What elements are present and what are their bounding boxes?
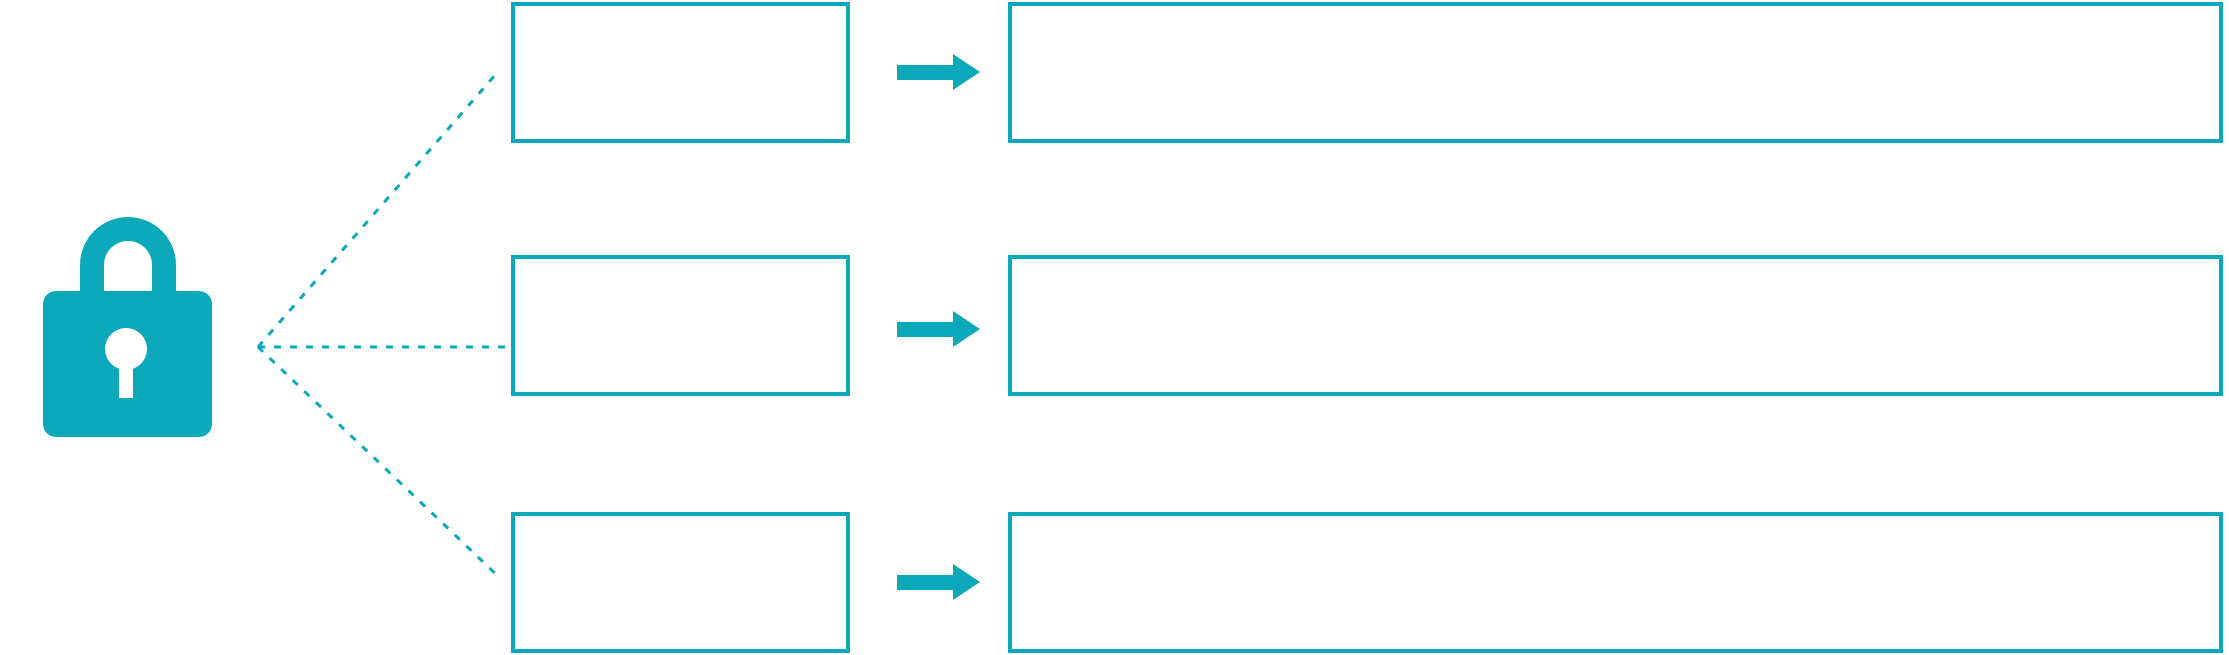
right-block-arrow-icon (897, 564, 980, 600)
source-box (511, 2, 850, 143)
connector-group (256, 73, 506, 580)
lock-icon (43, 217, 212, 437)
flow-row (511, 2, 2223, 143)
right-block-arrow-icon (897, 311, 980, 347)
target-box (1008, 512, 2223, 653)
lock-shackle (80, 217, 176, 300)
target-box (1008, 2, 2223, 143)
flow-row (511, 255, 2223, 396)
connector-line-bottom (256, 345, 502, 580)
source-box (511, 512, 850, 653)
connector-line-top (256, 73, 498, 348)
lock-keyhole-stem (119, 349, 133, 398)
source-box (511, 255, 850, 396)
right-block-arrow-icon (897, 54, 980, 90)
flow-row (511, 512, 2223, 653)
target-box (1008, 255, 2223, 396)
